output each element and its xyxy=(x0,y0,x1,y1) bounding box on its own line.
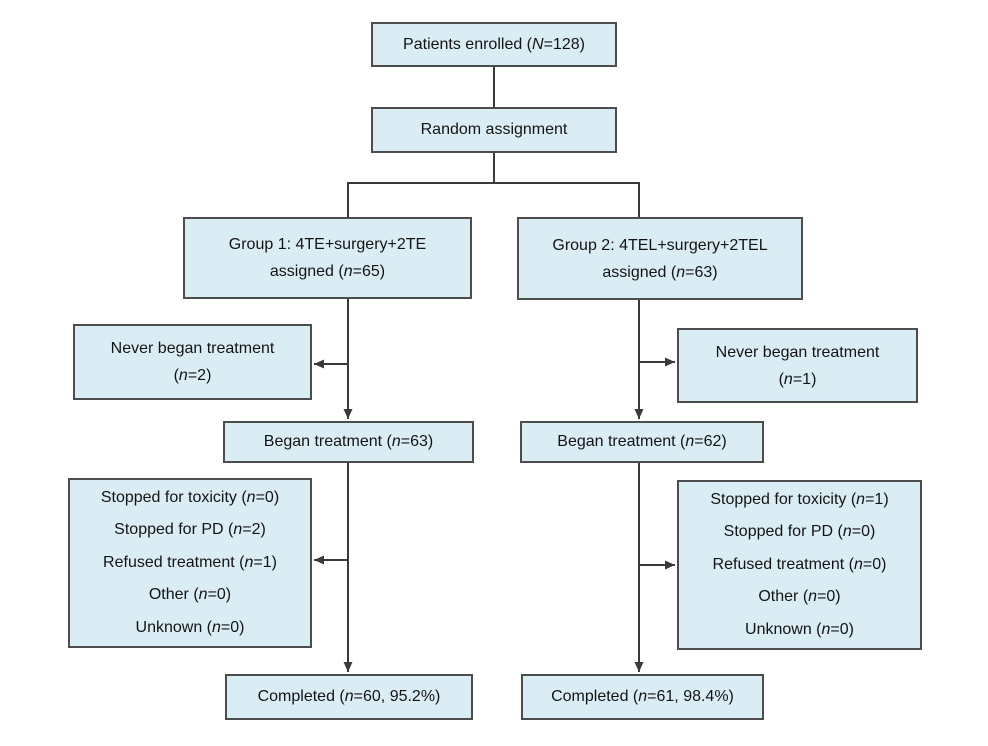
label-variable: n xyxy=(343,263,353,280)
began-treatment-label: Began treatment (n=63) xyxy=(264,429,433,455)
reason-toxicity: Stopped for toxicity (n=1) xyxy=(679,484,920,517)
label-text: Stopped for toxicity ( xyxy=(710,490,857,508)
group2-completed-box: Completed (n=61, 98.4%) xyxy=(521,674,764,720)
group2-assigned-box: Group 2: 4TEL+surgery+2TEL assigned (n=6… xyxy=(517,217,803,300)
label-text: =1) xyxy=(792,370,817,388)
completed-label: Completed (n=60, 95.2%) xyxy=(258,684,441,710)
group1-completed-box: Completed (n=60, 95.2%) xyxy=(225,674,473,720)
label-variable: n xyxy=(676,263,686,281)
label-variable: n xyxy=(783,370,793,388)
never-began-label: Never began treatment xyxy=(110,340,275,357)
label-text: =0) xyxy=(817,588,841,606)
label-text: Refused treatment ( xyxy=(712,555,854,573)
label-text: Patients enrolled ( xyxy=(403,35,533,53)
reason-refused: Refused treatment (n=1) xyxy=(70,547,310,580)
group2-never-began-box: Never began treatment (n=1) xyxy=(677,328,918,403)
label-variable: n xyxy=(821,620,831,638)
label-text: assigned ( xyxy=(269,263,344,280)
label-text: =0) xyxy=(862,555,887,573)
began-treatment-label: Began treatment (n=62) xyxy=(557,429,726,455)
group2-discontinued-box: Stopped for toxicity (n=1) Stopped for P… xyxy=(677,480,922,650)
label-variable: n xyxy=(853,555,863,573)
label-text: Began treatment ( xyxy=(263,433,392,451)
label-text: ( xyxy=(173,367,179,384)
label-text: Stopped for PD ( xyxy=(723,523,843,541)
label-text: =0) xyxy=(830,620,854,638)
random-assignment-box: Random assignment xyxy=(371,107,617,153)
label-text: Refused treatment ( xyxy=(103,553,245,571)
label-text: Stopped for PD ( xyxy=(114,521,234,539)
label-text: =2) xyxy=(187,367,212,384)
group2-regimen-label: Group 2: 4TEL+surgery+2TEL xyxy=(552,236,768,254)
label-variable: n xyxy=(685,433,695,451)
label-variable: n xyxy=(638,688,648,706)
label-text: Stopped for toxicity ( xyxy=(100,488,247,506)
label-text: Other ( xyxy=(758,588,809,606)
label-variable: n xyxy=(246,488,256,506)
reason-unknown: Unknown (n=0) xyxy=(70,612,310,645)
label-text: Completed ( xyxy=(257,688,345,706)
group1-assigned-label: assigned (n=65) xyxy=(270,258,385,285)
group1-assigned-box: Group 1: 4TE+surgery+2TE assigned (n=65) xyxy=(183,217,472,299)
label-text: =1) xyxy=(253,553,277,571)
label-text: Other ( xyxy=(148,586,199,604)
reason-other: Other (n=0) xyxy=(70,579,310,612)
discontinued-reasons-list: Stopped for toxicity (n=0) Stopped for P… xyxy=(70,482,310,645)
never-began-count: (n=1) xyxy=(779,366,817,393)
label-text: Unknown ( xyxy=(745,620,822,638)
label-variable: N xyxy=(532,35,544,53)
discontinued-reasons-list: Stopped for toxicity (n=1) Stopped for P… xyxy=(679,484,920,647)
label-variable: n xyxy=(212,618,221,636)
label-variable: n xyxy=(842,523,852,541)
completed-label: Completed (n=61, 98.4%) xyxy=(551,684,734,710)
group1-began-treatment-box: Began treatment (n=63) xyxy=(223,421,474,463)
label-text: =60, 95.2%) xyxy=(353,688,441,706)
label-text: ( xyxy=(778,370,784,388)
label-text: =0) xyxy=(851,523,876,541)
label-text: Completed ( xyxy=(551,688,639,706)
reason-unknown: Unknown (n=0) xyxy=(679,614,920,647)
label-text: =0) xyxy=(255,488,280,506)
label-text: =62) xyxy=(694,433,727,451)
never-began-count: (n=2) xyxy=(174,362,212,389)
label-variable: n xyxy=(178,367,188,384)
reason-pd: Stopped for PD (n=0) xyxy=(679,516,920,549)
label-variable: n xyxy=(244,553,254,571)
label-variable: n xyxy=(808,588,818,606)
patients-enrolled-box: Patients enrolled (N=128) xyxy=(371,22,617,67)
label-variable: n xyxy=(856,490,866,508)
reason-other: Other (n=0) xyxy=(679,581,920,614)
label-text: =63) xyxy=(685,263,718,281)
group2-assigned-label: assigned (n=63) xyxy=(602,259,717,286)
label-text: =2) xyxy=(242,521,266,539)
label-text: assigned ( xyxy=(602,263,677,281)
label-variable: n xyxy=(344,688,354,706)
label-variable: n xyxy=(198,586,208,604)
reason-refused: Refused treatment (n=0) xyxy=(679,549,920,582)
label-text: =63) xyxy=(400,433,434,451)
label-text: =61, 98.4%) xyxy=(647,688,734,706)
label-text: =128) xyxy=(543,35,585,53)
label-text: Unknown ( xyxy=(135,618,212,636)
label-text: =0) xyxy=(207,586,232,604)
reason-toxicity: Stopped for toxicity (n=0) xyxy=(70,482,310,515)
random-assignment-label: Random assignment xyxy=(420,121,568,139)
label-text: =65) xyxy=(352,263,386,280)
label-text: =1) xyxy=(865,490,889,508)
label-text: Began treatment ( xyxy=(557,433,686,451)
patients-enrolled-label: Patients enrolled (N=128) xyxy=(403,32,585,58)
label-variable: n xyxy=(233,521,243,539)
reason-pd: Stopped for PD (n=2) xyxy=(70,514,310,547)
group2-began-treatment-box: Began treatment (n=62) xyxy=(520,421,764,463)
group1-discontinued-box: Stopped for toxicity (n=0) Stopped for P… xyxy=(68,478,312,648)
group1-regimen-label: Group 1: 4TE+surgery+2TE xyxy=(228,236,427,253)
group1-never-began-box: Never began treatment (n=2) xyxy=(73,324,312,400)
label-variable: n xyxy=(391,433,401,451)
never-began-label: Never began treatment xyxy=(715,343,880,361)
label-text: =0) xyxy=(220,618,245,636)
